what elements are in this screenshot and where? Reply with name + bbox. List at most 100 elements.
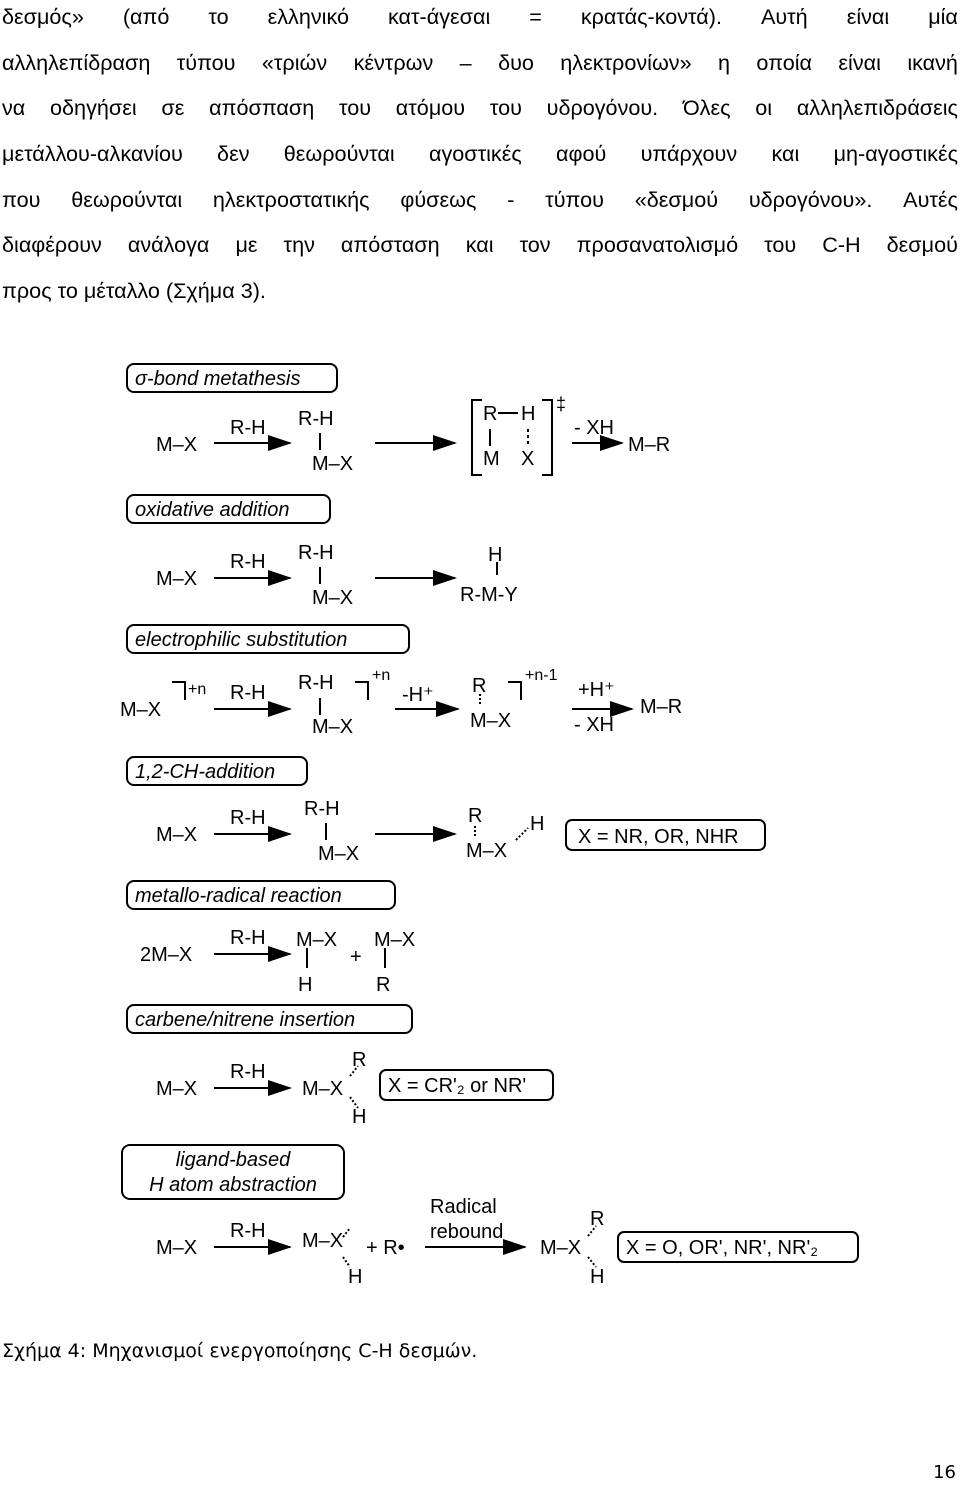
word: – <box>459 50 472 75</box>
radical-p1-bottom: H <box>298 974 312 996</box>
paragraph-line-3: να οδηγήσει σε απόσπαση του ατόμου του υδρογόνο… <box>2 95 958 121</box>
page-number: 16 <box>933 1462 956 1483</box>
word: δυο <box>498 50 534 75</box>
word: Αυτή <box>760 4 808 29</box>
word: σε <box>161 95 185 120</box>
word: - <box>507 187 515 212</box>
sigma-ts-r: R <box>483 403 497 425</box>
oxadd-prod-bottom: R-M-Y <box>460 584 518 606</box>
word: κατ-άγεσαι <box>387 4 491 29</box>
word: «τριών <box>261 50 328 75</box>
ligand-prod-mx: M–X <box>540 1237 581 1259</box>
word: προσανατολισμό <box>576 232 739 257</box>
sigma-ts-m: M <box>483 448 500 470</box>
ligand-step-line1: Radical <box>430 1196 497 1218</box>
sigma-title: σ-bond metathesis <box>135 368 300 390</box>
electro-int-bottom: M–X <box>312 716 353 738</box>
word: διαφέρουν <box>2 232 102 257</box>
word: την <box>283 232 315 257</box>
word: που <box>2 187 41 212</box>
sigma-ts-x: X <box>521 448 534 470</box>
ligand-note: X = O, OR', NR', NR'₂ <box>626 1237 818 1259</box>
ch12-prod-h: H <box>530 813 544 835</box>
sigma-ts-h: H <box>521 403 535 425</box>
oxadd-prod-top: H <box>488 544 502 566</box>
oxadd-reagent: R-H <box>230 551 266 573</box>
word: να <box>2 95 26 120</box>
word: υπάρχουν <box>640 141 738 166</box>
carbene-title: carbene/nitrene insertion <box>135 1009 355 1031</box>
word: ηλεκτρονίων» <box>560 50 692 75</box>
ch12-int-top: R-H <box>304 798 340 820</box>
word: υδρογόνου». <box>748 187 873 212</box>
figure-caption: Σχήμα 4: Μηχανισμοί ενεργοποίησης C-H δε… <box>2 1340 478 1362</box>
electro-step3-bottom: - XH <box>574 714 614 736</box>
carbene-prod-mx: M–X <box>302 1078 343 1100</box>
electro-charge1: +n <box>188 681 206 698</box>
word: τύπου <box>176 50 236 75</box>
word: του <box>339 95 372 120</box>
radical-title: metallo-radical reaction <box>135 885 342 907</box>
sigma-start: M–X <box>156 434 197 456</box>
ligand-title-line2: H atom abstraction <box>149 1174 317 1196</box>
electro-int2-bottom: M–X <box>470 710 511 732</box>
word: ατόμου <box>395 95 466 120</box>
word: απόσπαση <box>209 95 315 120</box>
ligand-int-mx: M–X <box>302 1230 343 1252</box>
ligand-step-line2: rebound <box>430 1221 503 1243</box>
radical-start: 2M–X <box>140 944 192 966</box>
carbene-note: X = CR'₂ or NR' <box>388 1075 526 1097</box>
word: ηλεκτροστατικής <box>212 187 370 212</box>
word: C-H <box>822 232 861 257</box>
word: Αυτές <box>903 187 958 212</box>
carbene-prod-r: R <box>352 1049 366 1071</box>
electro-product: M–R <box>640 696 682 718</box>
ligand-int-h: H <box>348 1266 362 1288</box>
radical-plus: + <box>350 946 362 968</box>
electro-int2-top: R <box>472 675 486 697</box>
electro-title: electrophilic substitution <box>135 629 347 651</box>
sigma-int-bottom: M–X <box>312 453 353 475</box>
word: και <box>465 232 494 257</box>
carbene-prod-h: H <box>352 1106 366 1128</box>
electro-reagent: R-H <box>230 682 266 704</box>
word: οποία <box>756 50 813 75</box>
sigma-product: M–R <box>628 434 670 456</box>
sigma-reagent: R-H <box>230 417 266 439</box>
ch12-note: X = NR, OR, NHR <box>578 826 739 848</box>
oxadd-int-bottom: M–X <box>312 587 353 609</box>
word: τον <box>519 232 551 257</box>
carbene-reagent: R-H <box>230 1061 266 1083</box>
word: Όλες <box>682 95 731 120</box>
electro-step3-top: +H⁺ <box>578 679 615 701</box>
word: αγοστικές <box>428 141 522 166</box>
word: οδηγήσει <box>50 95 137 120</box>
ch12-prod-r: R <box>468 805 482 827</box>
word: υδρογόνου. <box>546 95 659 120</box>
word: (από <box>122 4 170 29</box>
word: αλληλεπίδραση <box>2 50 151 75</box>
ch-activation-scheme: σ-bond metathesis oxidative addition ele… <box>120 363 859 1288</box>
sigma-elim: - XH <box>574 417 614 439</box>
carbene-start: M–X <box>156 1078 197 1100</box>
word: η <box>718 50 731 75</box>
electro-int-top: R-H <box>298 672 334 694</box>
electro-charge3: +n-1 <box>525 667 558 684</box>
word: με <box>235 232 258 257</box>
electro-step2: -H⁺ <box>402 684 434 706</box>
word: οι <box>755 95 773 120</box>
radical-p2-bottom: R <box>376 974 390 996</box>
ch12-reagent: R-H <box>230 807 266 829</box>
ch12-start: M–X <box>156 824 197 846</box>
ligand-plus-radical: + R• <box>366 1237 405 1259</box>
word: και <box>771 141 800 166</box>
ligand-title-line1: ligand-based <box>176 1149 291 1171</box>
ch12-int-bottom: M–X <box>318 843 359 865</box>
word: μη-αγοστικές <box>833 141 958 166</box>
word: του <box>489 95 522 120</box>
word: ανάλογα <box>127 232 210 257</box>
oxadd-title: oxidative addition <box>135 499 290 521</box>
